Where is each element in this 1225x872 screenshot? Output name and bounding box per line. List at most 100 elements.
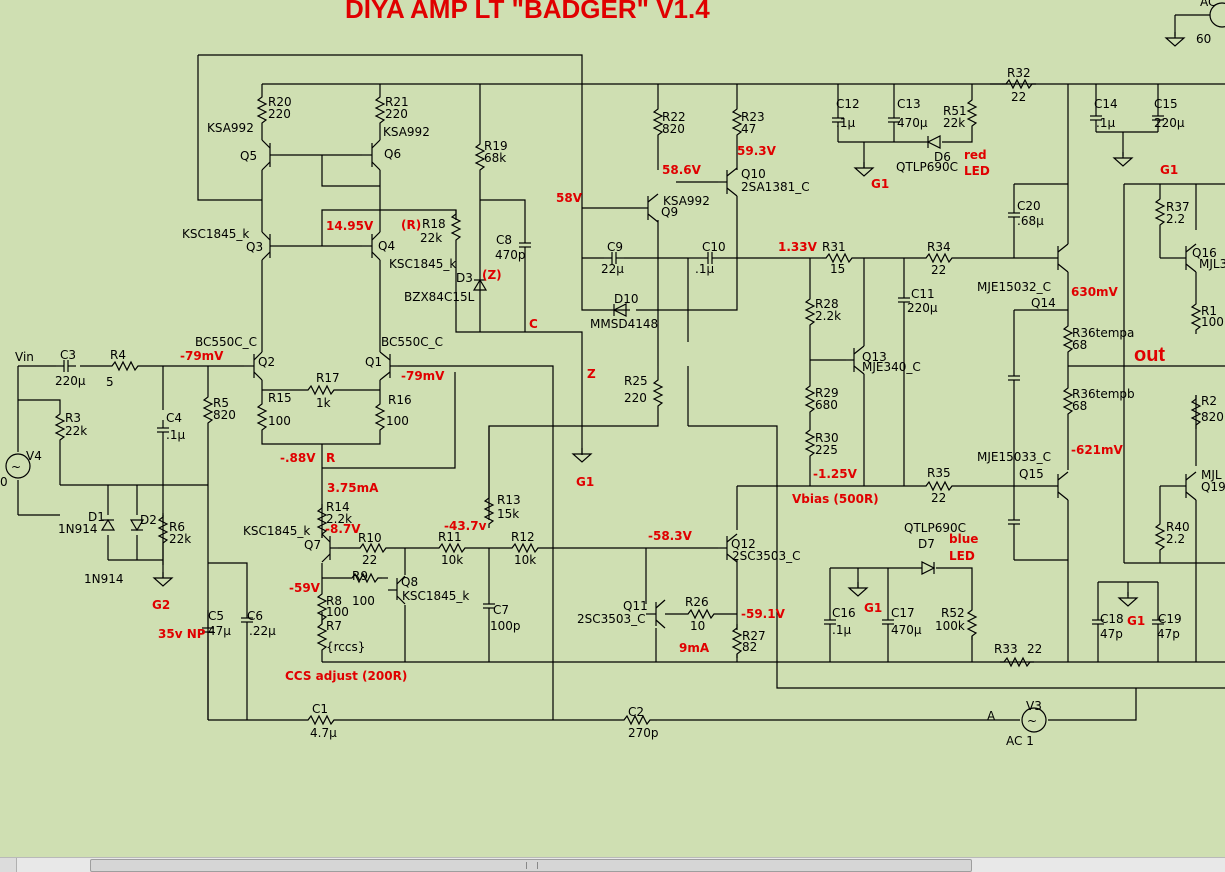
component-ref: R35	[927, 466, 951, 480]
transistor-ref: Q9	[661, 205, 678, 219]
scroll-grip-icon	[526, 862, 538, 869]
component-ref: R1	[1201, 304, 1217, 318]
component-value: 5	[106, 375, 114, 389]
source-part: AC	[1200, 0, 1216, 9]
transistor-part: MJE15033_C	[977, 450, 1051, 464]
component-value: 68	[1072, 338, 1087, 352]
component-value: .1µ	[166, 428, 185, 442]
voltage-readout: -59.1V	[741, 607, 786, 621]
scroll-left-button[interactable]	[0, 858, 17, 872]
diodes	[100, 135, 941, 575]
annotation: R	[326, 451, 335, 465]
source-part: 0	[0, 475, 8, 489]
voltage-readout: -.88V	[280, 451, 316, 465]
annotation: (R)	[401, 218, 421, 232]
component-value: 225	[815, 443, 838, 457]
component-ref: R15	[268, 391, 292, 405]
diode-ref: D6	[934, 150, 951, 164]
svg-text:~: ~	[1027, 714, 1037, 728]
transistor-ref: Q16	[1192, 246, 1217, 260]
transistor-ref: Q8	[401, 575, 418, 589]
component-value: 22k	[420, 231, 442, 245]
component-ref: R20	[268, 95, 292, 109]
scroll-thumb[interactable]	[90, 859, 972, 872]
transistor-ref: Q10	[741, 167, 766, 181]
schematic-title: DIYA AMP LT "BADGER" V1.4	[345, 0, 710, 24]
component-value: 220	[624, 391, 647, 405]
diode-ref: D10	[614, 292, 639, 306]
source-ref: V3	[1026, 699, 1042, 713]
transistor-part: KSC1845_k	[182, 227, 249, 241]
component-ref: R7	[326, 619, 342, 633]
voltage-readout: 9mA	[679, 641, 710, 655]
component-value: 22	[1027, 642, 1042, 656]
transistor-part: KSC1845_k	[402, 589, 469, 603]
voltage-readout: 58.6V	[662, 163, 702, 177]
component-value: .1µ	[832, 623, 851, 637]
source-value: 60	[1196, 32, 1211, 46]
component-ref: C17	[891, 606, 915, 620]
annotation: C	[529, 317, 538, 331]
component-value: 100K	[1201, 315, 1225, 329]
component-ref: C14	[1094, 97, 1118, 111]
component-ref: R36tempa	[1072, 326, 1134, 340]
diode-part: 1N914	[84, 572, 124, 586]
component-value: 22k	[65, 424, 87, 438]
transistor-part: MJE340_C	[862, 360, 921, 374]
svg-text:~: ~	[11, 460, 21, 474]
annotation: LED	[949, 549, 975, 563]
component-ref: R22	[662, 110, 686, 124]
component-value: 100k	[935, 619, 965, 633]
transistor-ref: Q4	[378, 239, 395, 253]
component-ref: R23	[741, 110, 765, 124]
component-ref: C13	[897, 97, 921, 111]
component-value: 820	[662, 122, 685, 136]
component-value: 22k	[943, 116, 965, 130]
component-ref: R21	[385, 95, 409, 109]
voltage-readout: -43.7v	[444, 519, 487, 533]
voltage-readout: 14.95V	[326, 219, 374, 233]
transistor-part: 2SA1381_C	[741, 180, 810, 194]
annotation: blue	[949, 532, 978, 546]
component-ref: R3	[65, 411, 81, 425]
component-ref: R6	[169, 520, 185, 534]
diode-part: QTLP690C	[896, 160, 958, 174]
component-value: 47	[741, 122, 756, 136]
component-value: 220	[385, 107, 408, 121]
component-ref: R12	[511, 530, 535, 544]
annotation: Vbias (500R)	[792, 492, 879, 506]
component-ref: R19	[484, 139, 508, 153]
component-value: 22	[362, 553, 377, 567]
transistor-ref: Q5	[240, 149, 257, 163]
component-ref: R28	[815, 297, 839, 311]
component-ref: R32	[1007, 66, 1031, 80]
transistor-part: MJE15032_C	[977, 280, 1051, 294]
diode-ref: D3	[456, 271, 473, 285]
component-ref: R4	[110, 348, 126, 362]
component-ref: R8	[326, 594, 342, 608]
component-ref: R16	[388, 393, 412, 407]
component-value: 2.2	[1166, 532, 1185, 546]
transistor-ref: Q13	[862, 350, 887, 364]
component-value: 220µ	[55, 374, 86, 388]
component-value: 4.7µ	[310, 726, 337, 740]
transistor-part: MJL	[1201, 468, 1222, 482]
component-value: 100	[386, 414, 409, 428]
component-ref: C1	[312, 702, 328, 716]
voltage-readout: 630mV	[1071, 285, 1119, 299]
component-ref: R37	[1166, 200, 1190, 214]
component-value: {rccs}	[326, 640, 365, 654]
transistors	[244, 139, 1197, 629]
component-value: 270p	[628, 726, 659, 740]
voltage-readout: -59V	[289, 581, 321, 595]
transistor-part: KSA992	[383, 125, 430, 139]
horizontal-scrollbar[interactable]	[0, 857, 1225, 872]
diode-ref: D1	[88, 510, 105, 524]
transistor-ref: Q12	[731, 537, 756, 551]
component-ref: R34	[927, 240, 951, 254]
component-value: 220µ	[1154, 116, 1185, 130]
component-ref: R26	[685, 595, 709, 609]
component-ref: R2	[1201, 394, 1217, 408]
